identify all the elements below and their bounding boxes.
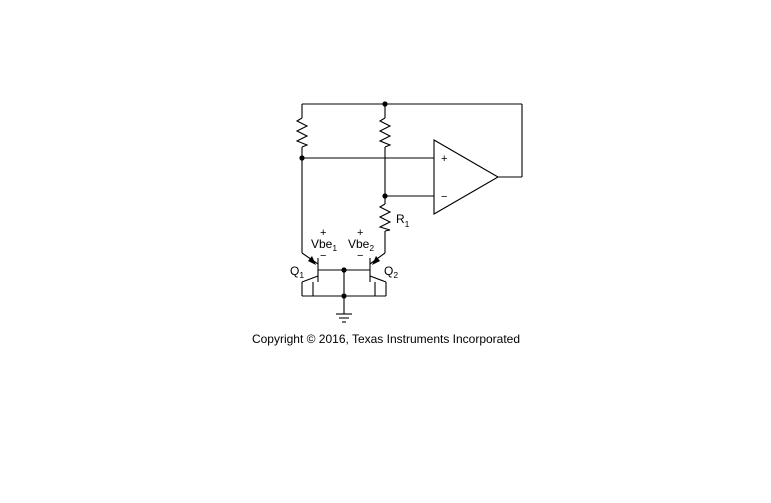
circuit-wires: [301, 103, 523, 314]
left-resistor: [295, 117, 309, 148]
vbe1-minus-sign: −: [320, 250, 326, 262]
opamp-symbol: [433, 139, 500, 215]
middle-resistor: [378, 117, 392, 148]
junction-nodes: [299, 101, 388, 299]
transistor-q1: [301, 252, 319, 283]
copyright-text: Copyright © 2016, Texas Instruments Inco…: [252, 332, 520, 346]
transistor-q2: [369, 252, 387, 283]
vbe2-minus-sign: −: [357, 250, 363, 262]
q1-label: Q1: [290, 264, 304, 280]
r1-resistor: [378, 203, 392, 232]
q2-label: Q2: [384, 264, 398, 280]
ground-symbol: [336, 313, 352, 323]
r1-label: R1: [396, 212, 410, 229]
vbe1-label: Vbe1: [311, 237, 337, 253]
vbe2-label: Vbe2: [348, 237, 374, 253]
vbe2-plus-sign: +: [357, 227, 363, 239]
opamp-plus-sign: +: [441, 153, 447, 165]
opamp-minus-sign: −: [441, 191, 447, 203]
vbe1-plus-sign: +: [320, 227, 326, 239]
